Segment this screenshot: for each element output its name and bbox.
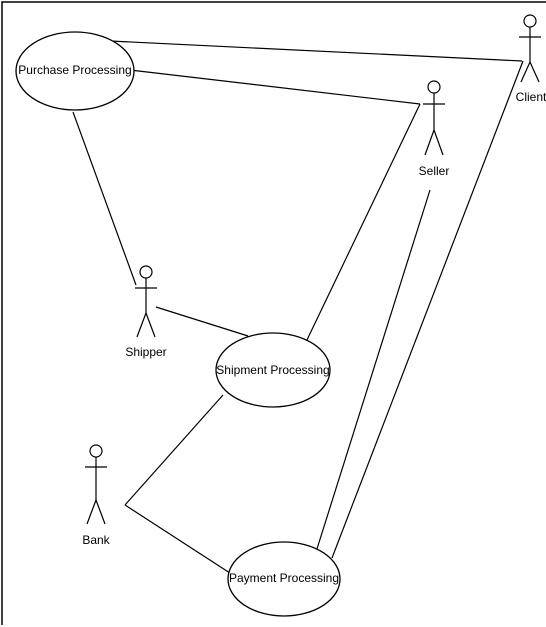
- use-case-ellipse: [227, 541, 341, 617]
- actor-label: Seller: [419, 164, 450, 178]
- stick-figure-icon: [423, 80, 445, 156]
- use-case-ellipse: [215, 332, 331, 408]
- association-purchase-shipper: [72, 111, 137, 286]
- stick-figure-icon: [519, 14, 541, 83]
- association-payment-seller: [315, 189, 431, 553]
- association-payment-client: [331, 60, 524, 559]
- association-shipment-bank: [124, 394, 224, 506]
- association-shipment-seller: [305, 103, 421, 343]
- stick-figure-icon: [85, 444, 107, 525]
- actor-client: Client: [516, 14, 546, 104]
- association-bank-payment: [124, 504, 234, 576]
- actor-label: Shipper: [125, 345, 166, 359]
- actor-label: Client: [516, 90, 546, 104]
- associations: [72, 40, 524, 576]
- actor-shipper: Shipper: [125, 265, 167, 359]
- actor-bank: Bank: [82, 444, 111, 547]
- actor-seller: Seller: [419, 80, 450, 178]
- actor-label: Bank: [82, 533, 110, 547]
- use-case-label: Payment Processing: [229, 571, 339, 585]
- association-shipper-shipment: [155, 306, 249, 337]
- association-purchase-client: [109, 40, 523, 62]
- stick-figure-icon: [135, 265, 157, 338]
- use-case-ellipse: [15, 31, 135, 111]
- use-case-payment-processing: Payment Processing: [227, 541, 341, 617]
- use-case-label: Purchase Processing: [18, 63, 131, 77]
- association-purchase-seller: [129, 69, 421, 105]
- use-case-purchase-processing: Purchase Processing: [15, 31, 135, 111]
- use-case-shipment-processing: Shipment Processing: [215, 332, 331, 408]
- use-case-label: Shipment Processing: [216, 363, 329, 377]
